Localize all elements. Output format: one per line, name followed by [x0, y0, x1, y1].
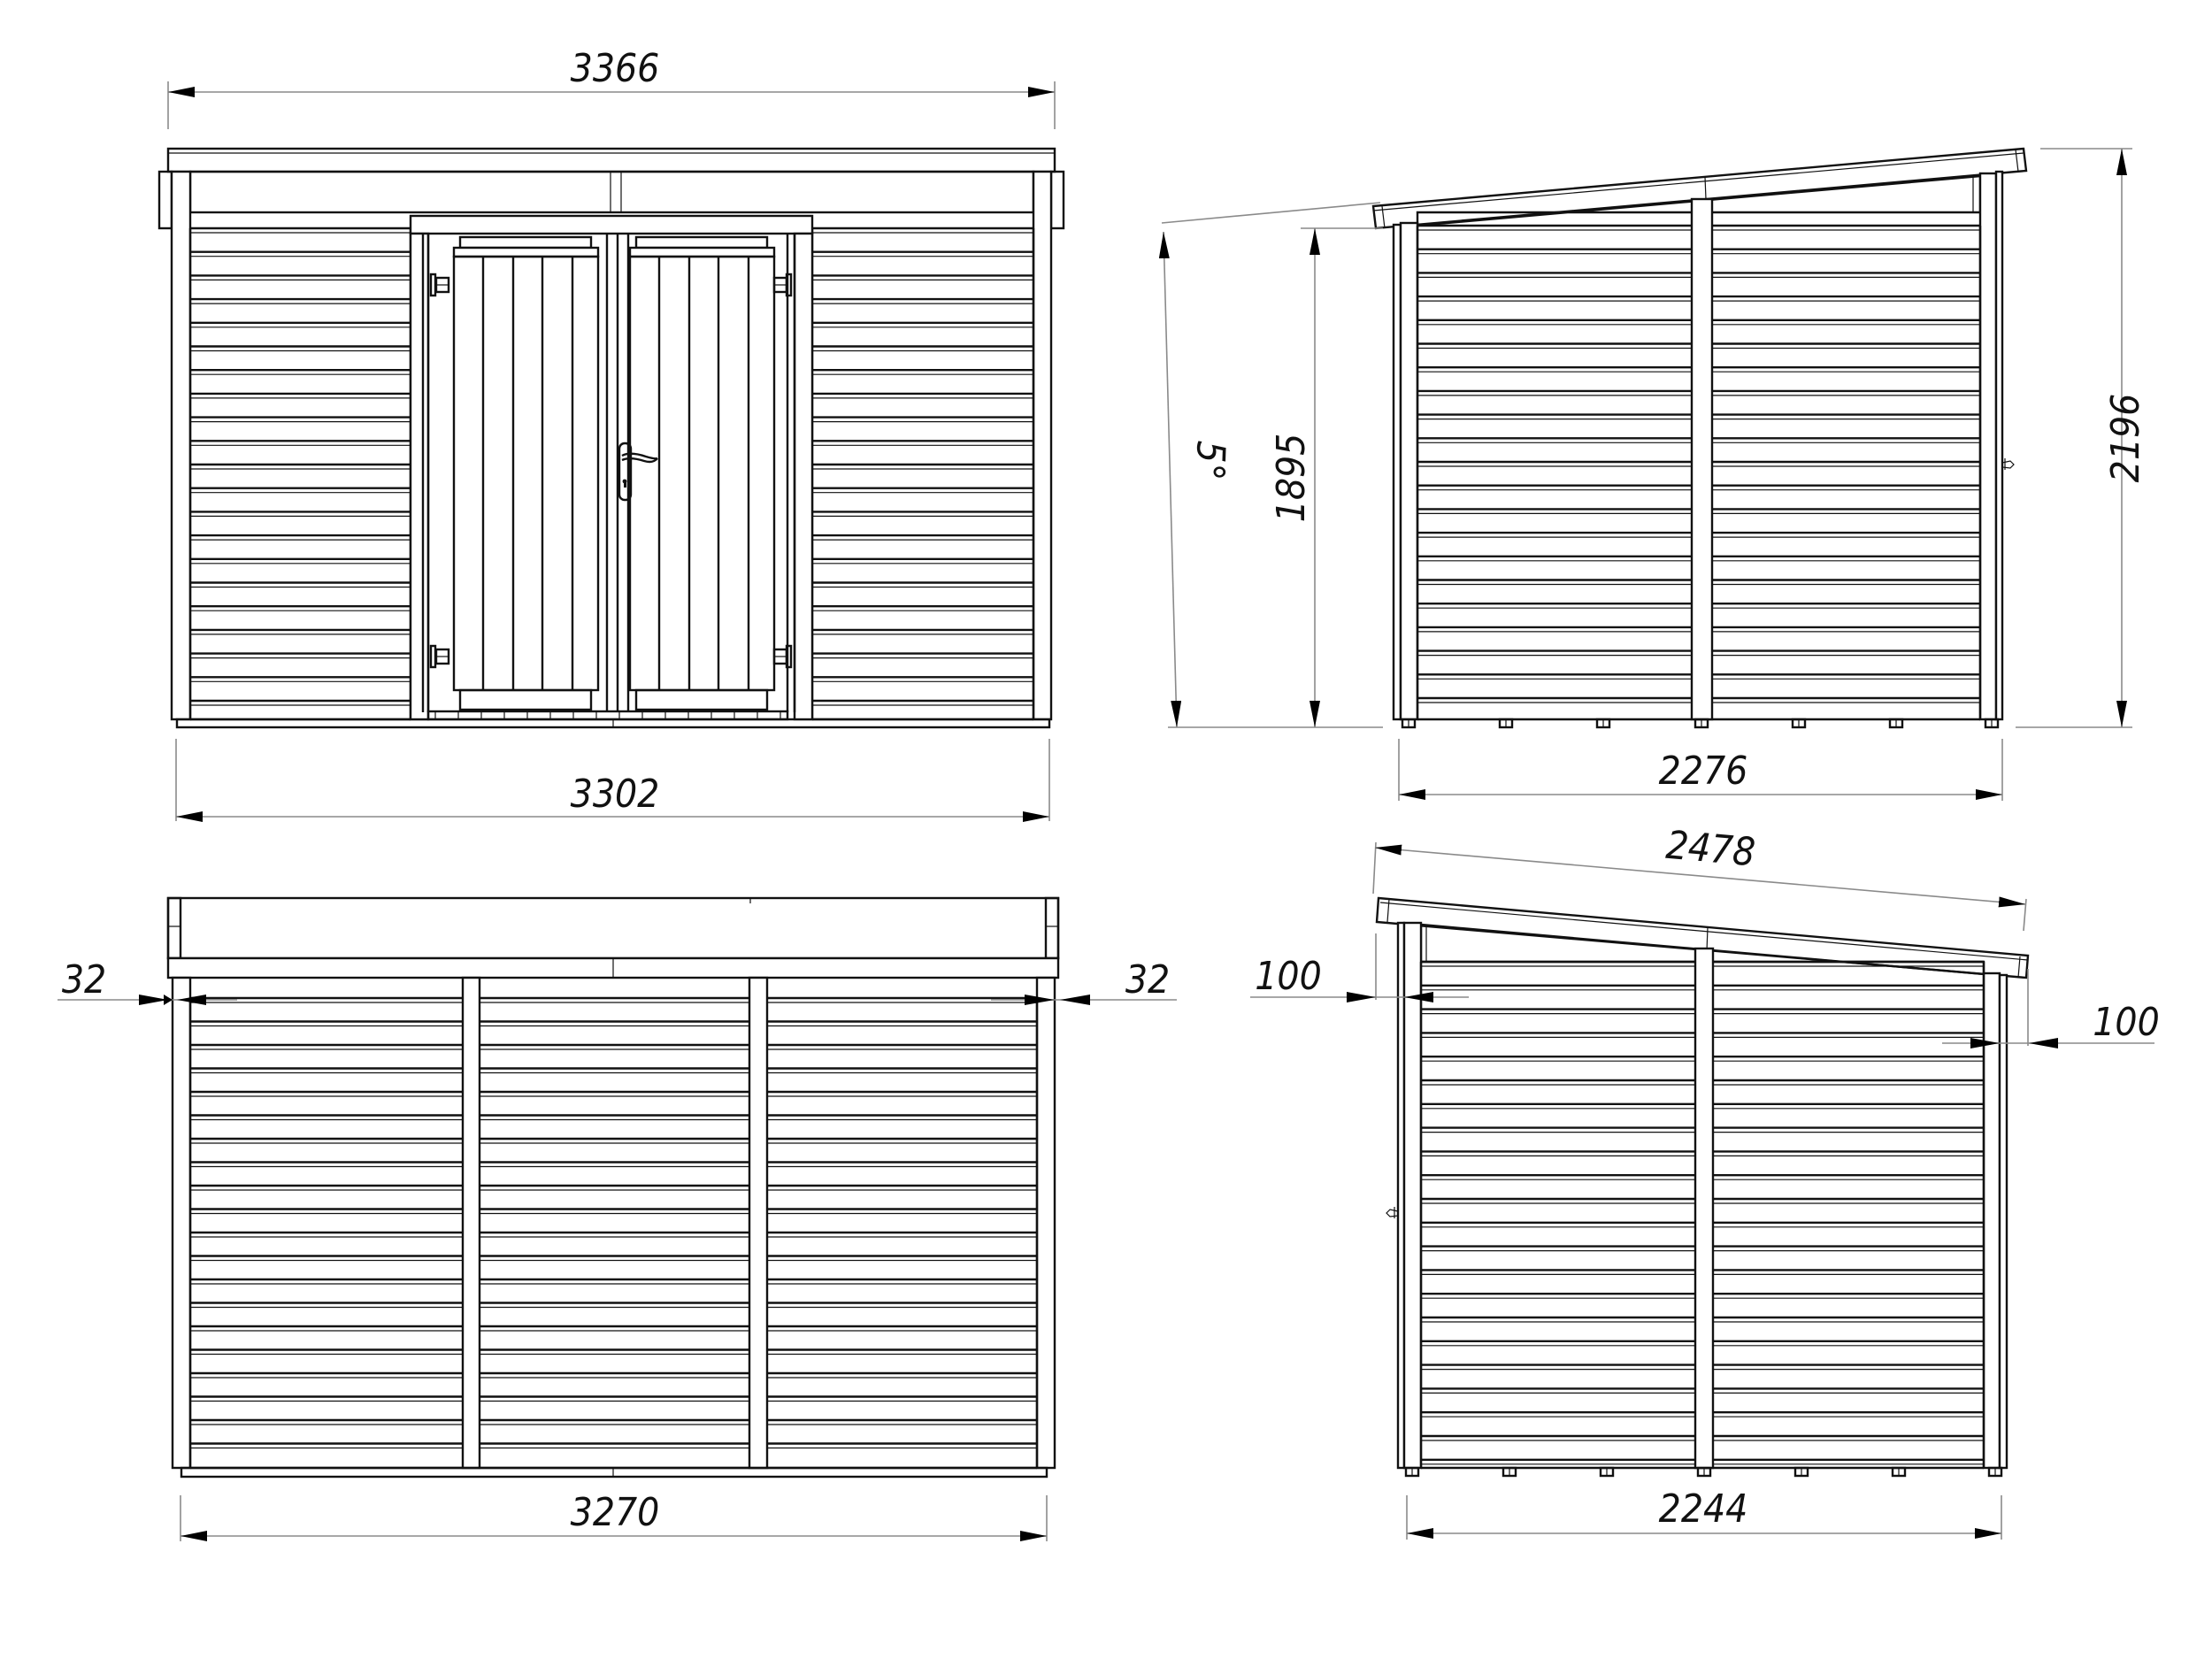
- door-header: [409, 214, 814, 235]
- side-left-front-post: [1402, 921, 1423, 1470]
- dim-label-32-left: 32: [62, 957, 106, 1002]
- side-left-dimension-depth: 2244: [1406, 1486, 2002, 1540]
- side-dimension-overall-height: 2196: [2016, 148, 2148, 728]
- dim-label-2276: 2276: [1659, 749, 1748, 794]
- dim-label-32-right: 32: [1125, 957, 1170, 1002]
- dim-label-2244: 2244: [1659, 1486, 1748, 1532]
- left-door-leaf-top: [452, 246, 600, 258]
- side-roof: [1371, 147, 2028, 230]
- latch-icon: [2001, 458, 2015, 470]
- back-left-post: [171, 976, 192, 1470]
- side-left-dimension-overhang-back: 100: [1942, 969, 2160, 1048]
- dim-label-1895: 1895: [1269, 434, 1314, 523]
- front-dimension-width-top: 3366: [167, 46, 1056, 129]
- back-view: [166, 896, 1060, 1479]
- back-dimension-width: 3270: [180, 1490, 1048, 1541]
- dim-label-2478: 2478: [1664, 823, 1757, 876]
- dim-label-3366: 3366: [571, 46, 660, 91]
- dim-label-100-back: 100: [2093, 1000, 2160, 1045]
- dim-label-100-front: 100: [1255, 954, 1322, 999]
- side-right-post: [1978, 172, 1998, 721]
- dim-label-3270: 3270: [571, 1490, 660, 1535]
- right-door-leaf-top: [628, 246, 776, 258]
- front-view: [157, 147, 1065, 729]
- side-left-center-post: [1694, 947, 1715, 1470]
- left-door-leaf[interactable]: [452, 255, 600, 692]
- back-right-post: [1035, 976, 1056, 1470]
- hinge-bottom-right-icon: [772, 644, 793, 669]
- back-post-2: [748, 976, 769, 1470]
- side-view-left: [1375, 896, 2030, 1478]
- dim-label-5-degrees: 5°: [1187, 440, 1233, 481]
- front-right-post: [1032, 170, 1053, 721]
- hinge-bottom-left-icon: [429, 644, 450, 669]
- side-left-roof: [1375, 896, 2030, 979]
- dim-label-2196: 2196: [2103, 394, 2148, 483]
- back-base: [180, 1466, 1048, 1479]
- side-left-post: [1399, 221, 1419, 721]
- right-door-leaf[interactable]: [628, 255, 776, 692]
- side-dimension-angle: 5°: [1158, 202, 1381, 728]
- foundation-feet: [1404, 1466, 2003, 1478]
- front-dimension-width-bottom: 3302: [175, 739, 1050, 822]
- foundation-feet: [1401, 718, 2000, 729]
- door-handle-icon[interactable]: [618, 442, 658, 502]
- double-door: [409, 214, 814, 721]
- side-dimension-depth: 2276: [1398, 739, 2003, 801]
- back-dimension-overhang-right: 32: [991, 957, 1177, 1005]
- front-upper-gap: [188, 170, 1035, 214]
- side-left-dimension-roof-length: 2478: [1372, 823, 2027, 932]
- dim-label-3302: 3302: [571, 772, 660, 817]
- front-siding-left: [188, 227, 412, 721]
- side-left-back-post: [1982, 972, 2001, 1470]
- hinge-top-left-icon: [429, 273, 450, 297]
- front-roof: [166, 147, 1056, 173]
- front-siding-right: [810, 227, 1035, 721]
- side-dimension-low-height: 1895: [1168, 227, 1383, 728]
- side-left-dimension-overhang-front: 100: [1250, 933, 1469, 1002]
- back-roof: [166, 896, 1060, 960]
- front-left-post: [170, 170, 192, 721]
- side-center-post: [1690, 197, 1714, 721]
- back-dimension-overhang-left: 32: [58, 957, 237, 1005]
- hinge-top-right-icon: [772, 273, 793, 297]
- side-view-right: [1371, 147, 2028, 729]
- latch-icon: [1386, 1207, 1399, 1218]
- back-post-1: [461, 976, 481, 1470]
